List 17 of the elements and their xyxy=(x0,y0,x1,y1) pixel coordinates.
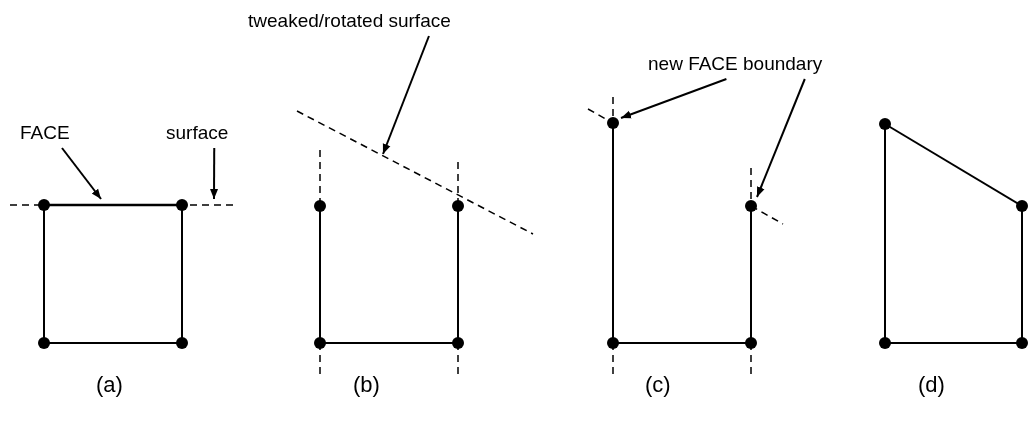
panel-label: (c) xyxy=(645,372,671,398)
surface-label: surface xyxy=(166,122,229,143)
boundary-label: new FACE boundary xyxy=(648,53,823,74)
vertex-dot xyxy=(745,200,757,212)
surface-line xyxy=(9,204,236,206)
leader-arrow xyxy=(756,78,806,198)
rotated-surface-label: tweaked/rotated surface xyxy=(248,10,451,31)
panel-label: (b) xyxy=(353,372,380,398)
face-label: FACE xyxy=(20,122,70,143)
rotated-surface-line xyxy=(296,110,534,235)
leader-arrow xyxy=(620,78,728,119)
panel-label: (a) xyxy=(96,372,123,398)
vertex-dot xyxy=(607,117,619,129)
leader-arrow xyxy=(382,35,430,155)
leader-arrow xyxy=(210,147,219,200)
panel-label: (d) xyxy=(918,372,945,398)
leader-arrow xyxy=(61,147,102,200)
